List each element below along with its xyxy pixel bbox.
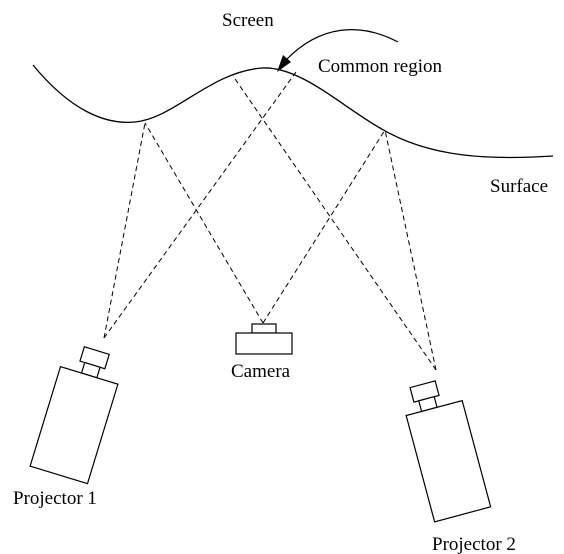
screen-label: Screen [222,10,274,31]
screen-surface-curve [32,64,554,159]
projector-2-label: Projector 2 [432,534,516,554]
camera-label: Camera [231,361,291,382]
common-region-arrow [285,29,399,61]
common-region-arrowhead [277,55,291,72]
projector-1-body [29,365,119,485]
camera [235,323,293,355]
projector-2 [405,380,492,523]
projector-2-ray-right [384,129,437,371]
projector-2-body [405,399,492,523]
projector-1-ray-left [103,122,146,339]
camera-ray-left [144,122,264,324]
projector-1-label: Projector 1 [13,488,97,509]
surface-label: Surface [490,176,548,197]
common-region-label: Common region [318,56,443,77]
projector-1-ray-right [103,71,297,339]
projector-2-ray-left [232,75,437,371]
projector-1 [29,346,119,485]
camera-ray-right [262,129,386,324]
camera-lens [251,323,277,334]
camera-body [235,332,293,355]
